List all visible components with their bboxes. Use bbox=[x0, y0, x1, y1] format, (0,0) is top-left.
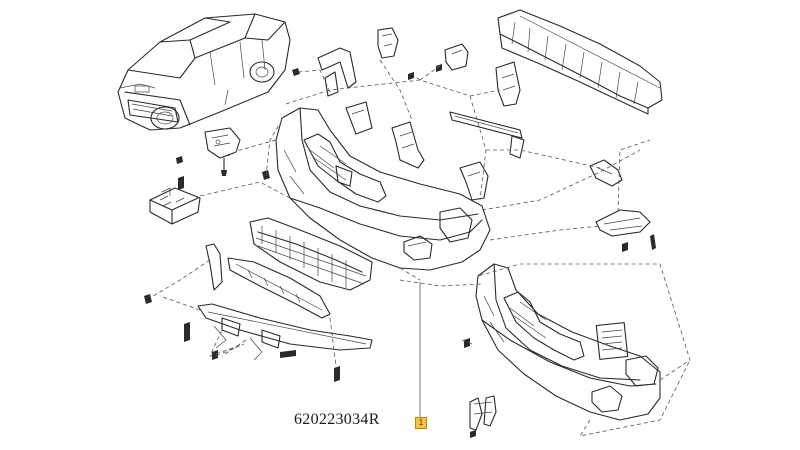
leader-lines bbox=[149, 59, 691, 437]
callout-badge[interactable]: 1 bbox=[415, 417, 427, 429]
bumper-assembly bbox=[464, 263, 661, 421]
impact-absorber bbox=[497, 9, 663, 115]
car-illustration bbox=[117, 13, 291, 131]
fastener-box bbox=[149, 176, 201, 225]
part-number-label: 620223034R bbox=[294, 411, 380, 428]
trim-strip-upper bbox=[205, 243, 331, 319]
side-bracket-right bbox=[589, 159, 656, 252]
trim-strip-lower bbox=[144, 294, 373, 382]
bracket-left bbox=[176, 127, 241, 176]
lower-grille bbox=[249, 217, 373, 291]
clip-set-top bbox=[262, 27, 521, 201]
bottom-clip bbox=[469, 395, 497, 438]
front-bumper-main bbox=[275, 107, 491, 271]
guide-rail bbox=[449, 111, 525, 159]
